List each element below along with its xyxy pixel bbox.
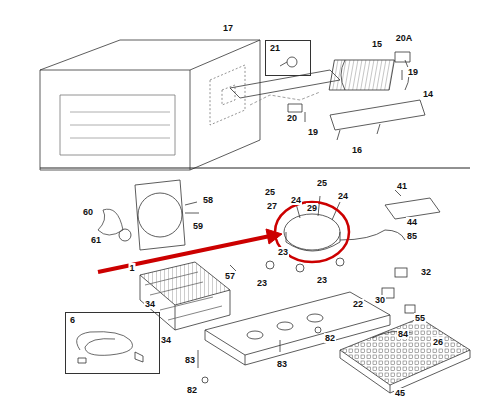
callout-number: 23 — [316, 275, 328, 285]
callout-number: 1 — [128, 263, 135, 273]
callout-number: 34 — [160, 335, 172, 345]
callout-number: 19 — [407, 67, 419, 77]
power-cord — [77, 332, 143, 363]
callout-number: 85 — [406, 231, 418, 241]
callout-number: 58 — [202, 195, 214, 205]
callout-number: 6 — [69, 315, 76, 325]
callout-number: 59 — [192, 221, 204, 231]
callout-number: 83 — [276, 359, 288, 369]
callout-number: 60 — [82, 207, 94, 217]
callout-number: 25 — [264, 187, 276, 197]
callout-number: 84 — [397, 329, 409, 339]
callout-number: 83 — [184, 355, 196, 365]
callout-number: 44 — [406, 217, 418, 227]
compressor — [266, 196, 415, 313]
callout-number: 15 — [371, 39, 383, 49]
arrow-head — [266, 229, 282, 244]
relay-bracket — [385, 190, 440, 219]
callout-number: 16 — [351, 145, 363, 155]
callout-number: 30 — [374, 295, 386, 305]
inset-box: 21 — [265, 40, 311, 76]
callout-number: 20A — [395, 33, 414, 43]
highlight-circle — [275, 202, 349, 262]
callout-number: 26 — [432, 337, 444, 347]
callout-number: 34 — [144, 299, 156, 309]
drain-pan — [340, 318, 470, 393]
condenser-coil — [140, 262, 230, 330]
callout-number: 82 — [186, 385, 198, 395]
callout-number: 23 — [256, 278, 268, 288]
callout-number: 61 — [90, 235, 102, 245]
callout-number: 22 — [352, 299, 364, 309]
callout-number: 27 — [266, 201, 278, 211]
evaporator — [230, 42, 425, 140]
callout-number: 41 — [396, 181, 408, 191]
callout-number: 24 — [337, 191, 349, 201]
callout-number: 57 — [224, 271, 236, 281]
callout-number: 29 — [306, 203, 318, 213]
callout-number: 55 — [414, 313, 426, 323]
callout-number: 17 — [222, 23, 234, 33]
highlight-arrow — [98, 236, 270, 272]
cabinet — [40, 40, 260, 170]
condenser-fan — [98, 180, 199, 250]
callout-number: 21 — [269, 43, 281, 53]
inset-box: 6 — [65, 312, 160, 374]
callout-number: 45 — [394, 388, 406, 398]
callout-number: 32 — [420, 267, 432, 277]
callout-number: 19 — [307, 127, 319, 137]
callout-number: 20 — [286, 113, 298, 123]
callout-number: 23 — [277, 247, 289, 257]
callout-number: 82 — [324, 333, 336, 343]
callout-number: 24 — [290, 195, 302, 205]
callout-number: 14 — [422, 89, 434, 99]
callout-number: 25 — [316, 178, 328, 188]
